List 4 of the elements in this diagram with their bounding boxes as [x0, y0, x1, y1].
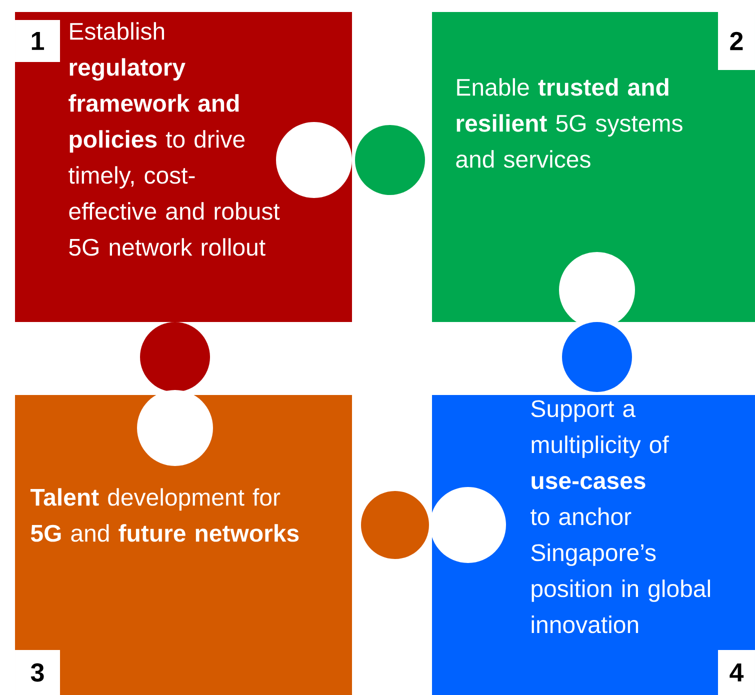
callout-number: 2 [718, 12, 755, 70]
callout-number: 1 [15, 20, 60, 62]
callout-number: 4 [718, 650, 755, 695]
callout-number: 3 [15, 650, 60, 695]
